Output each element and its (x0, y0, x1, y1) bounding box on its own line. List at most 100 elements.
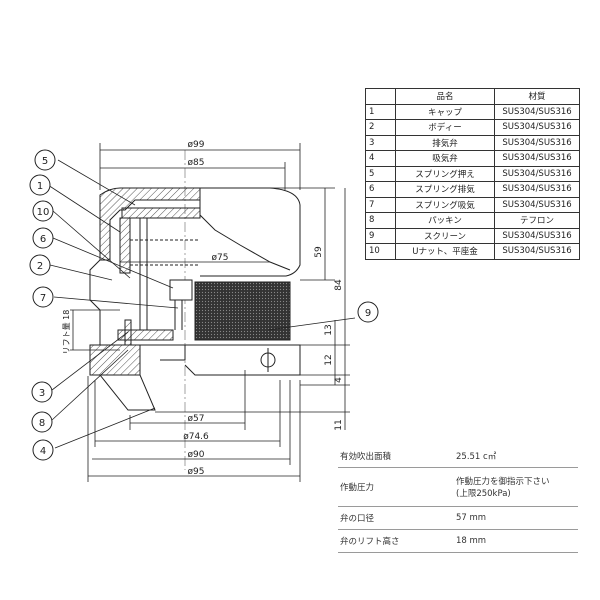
spec-value-line2: (上限250kPa) (456, 489, 511, 499)
part-no: 10 (365, 243, 396, 260)
poppet (169, 279, 193, 330)
callout-8-label: 8 (39, 418, 45, 429)
spec-label: 作動圧力 (338, 467, 454, 507)
diameter-dimensions (87, 143, 301, 482)
dim-d85: ø85 (188, 158, 205, 168)
part-name: 吸気弁 (395, 150, 495, 167)
dim-d74-6: ø74.6 (183, 432, 209, 442)
part-material: SUS304/SUS316 (494, 227, 580, 244)
part-material: SUS304/SUS316 (494, 103, 580, 120)
parts-table-header: 品名 材質 (365, 88, 580, 105)
callout-4-label: 4 (40, 446, 46, 457)
spec-value: 作動圧力を御指示下さい (上限250kPa) (454, 467, 578, 507)
table-row: 6 スプリング排気 SUS304/SUS316 (365, 181, 580, 198)
dim-d99: ø99 (188, 140, 205, 150)
spec-row-lift-height: 弁のリフト高さ 18 mm (338, 529, 578, 553)
diameter-labels: ø99 ø85 ø75 ø57 ø74.6 ø90 ø95 (183, 140, 228, 477)
part-name: スクリーン (395, 227, 495, 244)
callout-6 (32, 227, 54, 249)
table-row: 4 吸気弁 SUS304/SUS316 (365, 150, 580, 167)
callout-5-label: 5 (42, 156, 48, 167)
part-name: パッキン (395, 212, 495, 229)
spring-retainer (119, 207, 201, 330)
callout-9 (357, 301, 379, 323)
dim-lift: リフト量 18 (62, 310, 71, 355)
dim-d57: ø57 (188, 414, 205, 424)
callout-1 (29, 174, 51, 196)
dim-h59: 59 (314, 246, 324, 258)
table-row: 3 排気弁 SUS304/SUS316 (365, 134, 580, 151)
dim-h11: 11 (334, 419, 344, 430)
part-material: SUS304/SUS316 (494, 181, 580, 198)
part-name: スプリング排気 (395, 181, 495, 198)
header-material: 材質 (494, 88, 580, 105)
callout-7-label: 7 (40, 293, 46, 304)
part-name: ボディー (395, 119, 495, 136)
callout-labels: 5 1 10 6 2 7 3 8 4 9 (37, 156, 372, 457)
callout-1-label: 1 (37, 181, 43, 192)
part-no: 3 (365, 134, 396, 151)
leader-lines (47, 159, 356, 449)
part-no: 8 (365, 212, 396, 229)
spec-value: 57 mm (454, 506, 578, 530)
dim-h12: 12 (324, 354, 334, 365)
callout-10-label: 10 (37, 207, 50, 218)
spec-value: 18 mm (454, 529, 578, 553)
spec-label: 弁の口径 (338, 506, 454, 530)
parts-table: 品名 材質 1 キャップ SUS304/SUS316 2 ボディー SUS304… (365, 88, 580, 260)
dim-h4: 4 (334, 377, 344, 383)
dim-h13: 13 (324, 324, 334, 335)
part-name: スプリング押え (395, 165, 495, 182)
spec-value: 25.51 c㎡ (454, 445, 578, 468)
part-name: スプリング吸気 (395, 196, 495, 213)
callout-9-label: 9 (365, 308, 371, 319)
part-no: 2 (365, 119, 396, 136)
spec-value-line1: 作動圧力を御指示下さい (456, 477, 550, 487)
spec-label: 弁のリフト高さ (338, 529, 454, 553)
table-row: 8 パッキン テフロン (365, 212, 580, 229)
part-no: 4 (365, 150, 396, 167)
callout-4 (32, 439, 54, 461)
part-no: 5 (365, 165, 396, 182)
part-material: SUS304/SUS316 (494, 165, 580, 182)
spec-row-operating-pressure: 作動圧力 作動圧力を御指示下さい (上限250kPa) (338, 467, 578, 507)
table-row: 10 Uナット、平座金 SUS304/SUS316 (365, 243, 580, 260)
spec-label: 有効吹出面積 (338, 445, 454, 468)
part-no: 6 (365, 181, 396, 198)
part-name: Uナット、平座金 (395, 243, 495, 260)
spec-table: 有効吹出面積 25.51 c㎡ 作動圧力 作動圧力を御指示下さい (上限250k… (338, 445, 578, 553)
table-row: 9 スクリーン SUS304/SUS316 (365, 227, 580, 244)
callout-3-label: 3 (39, 388, 45, 399)
table-row: 5 スプリング押え SUS304/SUS316 (365, 165, 580, 182)
part-no: 1 (365, 103, 396, 120)
part-material: SUS304/SUS316 (494, 134, 580, 151)
dim-h84: 84 (334, 279, 344, 291)
callout-2-label: 2 (37, 261, 43, 272)
spec-row-effective-area: 有効吹出面積 25.51 c㎡ (338, 445, 578, 468)
dim-d95: ø95 (188, 467, 205, 477)
callout-3 (31, 381, 53, 403)
callout-8 (31, 411, 53, 433)
header-no (365, 88, 396, 105)
dim-d90: ø90 (188, 450, 205, 460)
part-material: テフロン (494, 212, 580, 229)
callout-2 (29, 254, 51, 276)
part-material: SUS304/SUS316 (494, 196, 580, 213)
table-row: 7 スプリング吸気 SUS304/SUS316 (365, 196, 580, 213)
dim-d75: ø75 (212, 253, 229, 263)
callouts (29, 149, 379, 461)
screen-mesh (194, 281, 291, 341)
part-name: キャップ (395, 103, 495, 120)
part-material: SUS304/SUS316 (494, 243, 580, 260)
height-dimensions (70, 187, 350, 430)
callout-5 (34, 149, 56, 171)
part-no: 7 (365, 196, 396, 213)
height-labels: 59 84 13 12 4 11 リフト量 18 (62, 246, 344, 431)
table-row: 2 ボディー SUS304/SUS316 (365, 119, 580, 136)
header-name: 品名 (395, 88, 495, 105)
table-row: 1 キャップ SUS304/SUS316 (365, 103, 580, 120)
callout-10 (32, 200, 54, 222)
spec-row-valve-diameter: 弁の口径 57 mm (338, 506, 578, 530)
part-material: SUS304/SUS316 (494, 150, 580, 167)
